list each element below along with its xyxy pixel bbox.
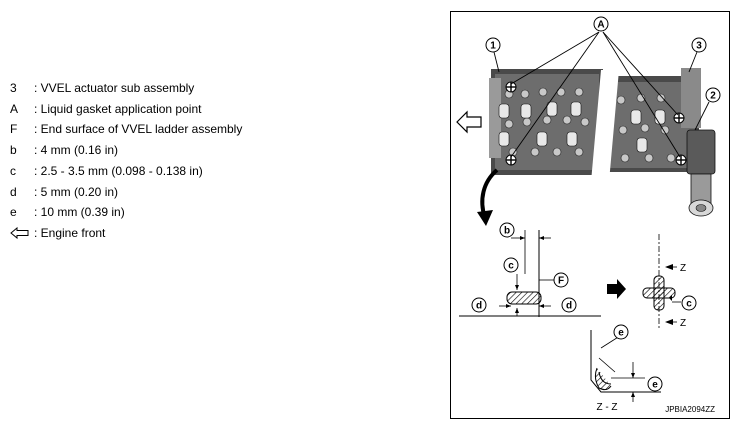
legend-key: c (10, 163, 16, 178)
callout-1: 1 (490, 41, 496, 52)
callout-c-2: c (686, 299, 692, 310)
section-label: Z - Z (596, 402, 617, 413)
callout-c: c (508, 261, 514, 272)
legend-key: A (10, 101, 19, 116)
z-label-bottom: Z (680, 318, 686, 329)
callout-2: 2 (710, 91, 716, 102)
legend-item-engine-front: : Engine front (10, 223, 242, 244)
figure-panel: A 1 3 2 b c F (450, 11, 730, 419)
legend-key: 3 (10, 81, 17, 95)
legend-item-f: F : End surface of VVEL ladder assembly (10, 119, 242, 140)
legend-text: : 5 mm (0.20 in) (34, 184, 119, 199)
legend-item-b: b : 4 mm (0.16 in) (10, 140, 242, 161)
legend-key: e (10, 205, 17, 220)
callout-a: A (597, 20, 604, 31)
callout-e-2: e (652, 380, 658, 391)
legend-item-a: A : Liquid gasket application point (10, 99, 242, 120)
callout-b: b (504, 226, 510, 237)
legend-text: : 2.5 - 3.5 mm (0.098 - 0.138 in) (34, 163, 203, 178)
z-label-top: Z (680, 263, 686, 274)
callout-e: e (618, 328, 624, 339)
legend: 3 : VVEL actuator sub assembly A : Liqui… (10, 78, 242, 244)
gasket-section-detail: b c F d d (459, 222, 601, 317)
legend-item-c: c : 2.5 - 3.5 mm (0.098 - 0.138 in) (10, 161, 242, 182)
legend-item-3: 3 : VVEL actuator sub assembly (10, 78, 242, 99)
legend-text: : Engine front (34, 225, 106, 240)
callout-d-right: d (566, 301, 572, 312)
hollow-left-arrow-icon (10, 227, 34, 240)
legend-key: F (10, 122, 18, 137)
solid-right-arrow-icon (607, 279, 626, 299)
callout-f: F (558, 276, 564, 287)
legend-key: b (10, 143, 17, 158)
callout-d-left: d (476, 301, 482, 312)
reference-code: JPBIA2094ZZ (665, 405, 715, 414)
vvel-actuator (686, 129, 716, 175)
callout-3: 3 (696, 41, 702, 52)
legend-text: : 4 mm (0.16 in) (34, 143, 119, 158)
callout-a-leaders (510, 31, 681, 158)
cross-bead-detail: Z Z c (642, 234, 697, 329)
legend-text: : End surface of VVEL ladder assembly (34, 122, 243, 137)
section-z-z-detail: e e Z - Z (590, 324, 663, 413)
legend-text: : Liquid gasket application point (34, 101, 202, 116)
legend-item-d: d : 5 mm (0.20 in) (10, 182, 242, 203)
figure-svg: A 1 3 2 b c F (456, 16, 721, 414)
legend-text: : 10 mm (0.39 in) (34, 205, 125, 220)
legend-key: d (10, 184, 17, 199)
legend-text: : VVEL actuator sub assembly (34, 81, 195, 95)
ladder-assembly-illustration (489, 68, 716, 217)
callout-a-circle (593, 16, 609, 32)
gasket-bead (506, 291, 542, 305)
legend-item-e: e : 10 mm (0.39 in) (10, 202, 242, 223)
engine-front-arrow-icon (456, 110, 482, 134)
